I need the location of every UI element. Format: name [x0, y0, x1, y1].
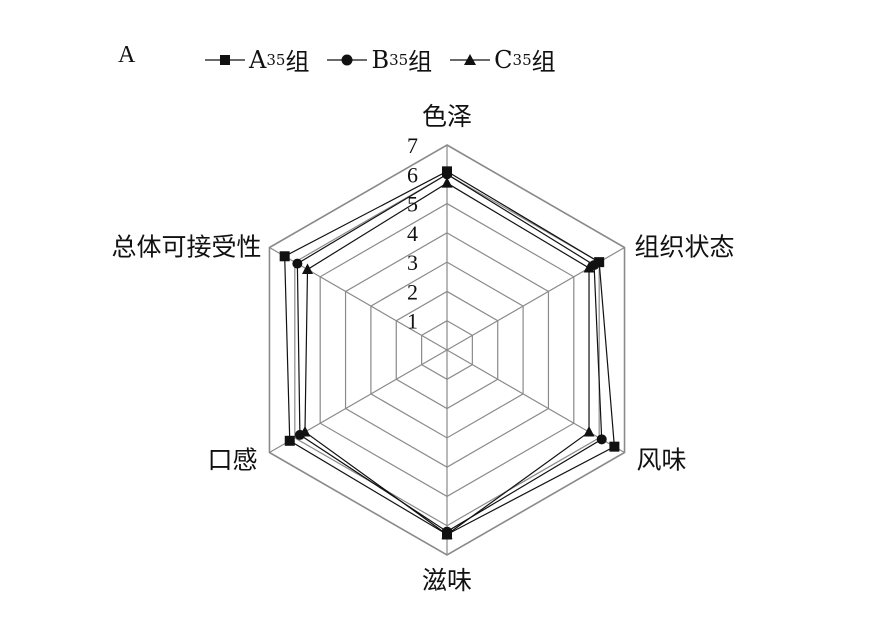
data-point-circle [292, 258, 303, 269]
axis-label: 滋味 [422, 566, 472, 595]
data-point-triangle [583, 426, 595, 437]
legend-label-sub: 35 [266, 50, 286, 69]
data-point-triangle [583, 262, 595, 273]
axis-label: 风味 [637, 446, 687, 475]
square-marker-icon [205, 54, 245, 65]
data-point-circle [442, 169, 452, 180]
circle-marker-icon [327, 54, 368, 65]
legend-label-suffix: 组 [285, 48, 310, 76]
data-point-triangle [441, 177, 453, 188]
data-point-triangle [302, 263, 314, 274]
data-point-triangle [441, 528, 453, 539]
tick-label: 7 [407, 133, 418, 158]
data-point-square [609, 441, 620, 452]
legend-label-prefix: A [249, 45, 267, 74]
axis-label: 组织状态 [635, 233, 735, 262]
axis-label: 总体可接受性 [111, 233, 261, 262]
data-point-square [284, 435, 295, 446]
legend-label-sub: 35 [512, 50, 532, 69]
grid-spoke [446, 349, 625, 454]
panel-label: A [118, 42, 136, 68]
legend-label-prefix: B [371, 45, 390, 74]
tick-label: 6 [407, 162, 418, 187]
legend-label-sub: 35 [389, 50, 409, 69]
legend-label-suffix: 组 [408, 48, 433, 76]
data-point-square [279, 251, 290, 262]
series-line [284, 170, 616, 536]
data-point-square [594, 257, 605, 268]
triangle-marker-icon [450, 53, 491, 65]
series-line [296, 173, 603, 533]
legend-label-prefix: C [494, 45, 513, 74]
axis-label: 色泽 [422, 102, 472, 131]
data-point-triangle [299, 426, 311, 437]
tick-label: 4 [407, 221, 418, 246]
tick-label: 1 [407, 309, 418, 334]
data-point-circle [596, 434, 607, 445]
tick-label: 3 [407, 250, 418, 275]
legend-label-suffix: 组 [531, 48, 556, 76]
tick-label: 2 [407, 279, 418, 304]
axis-label: 口感 [207, 446, 257, 475]
